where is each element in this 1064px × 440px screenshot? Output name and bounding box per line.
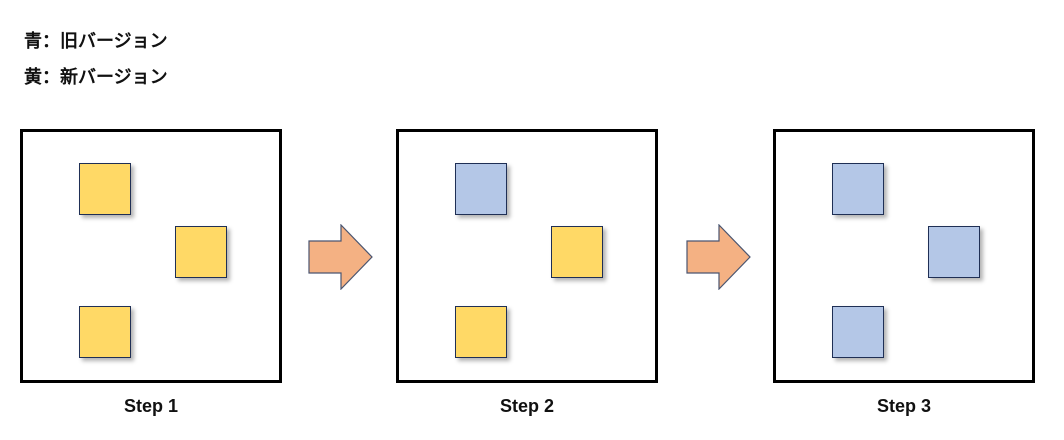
right-arrow-icon [686, 224, 751, 290]
new-version-square [79, 306, 131, 358]
step-3-panel [773, 129, 1035, 383]
new-version-square [455, 306, 507, 358]
step-2-label: Step 2 [499, 396, 555, 416]
old-version-square [832, 306, 884, 358]
legend-old: 青：旧バージョン [24, 31, 168, 52]
step-3-label: Step 3 [876, 396, 932, 416]
step-2-panel [396, 129, 658, 383]
old-version-square [455, 163, 507, 215]
right-arrow-icon [308, 224, 373, 290]
old-version-square [832, 163, 884, 215]
new-version-square [175, 226, 227, 278]
legend-new: 黄：新バージョン [24, 67, 168, 88]
new-version-square [79, 163, 131, 215]
new-version-square [551, 226, 603, 278]
old-version-square [928, 226, 980, 278]
step-1-label: Step 1 [123, 396, 179, 416]
step-1-panel [20, 129, 282, 383]
